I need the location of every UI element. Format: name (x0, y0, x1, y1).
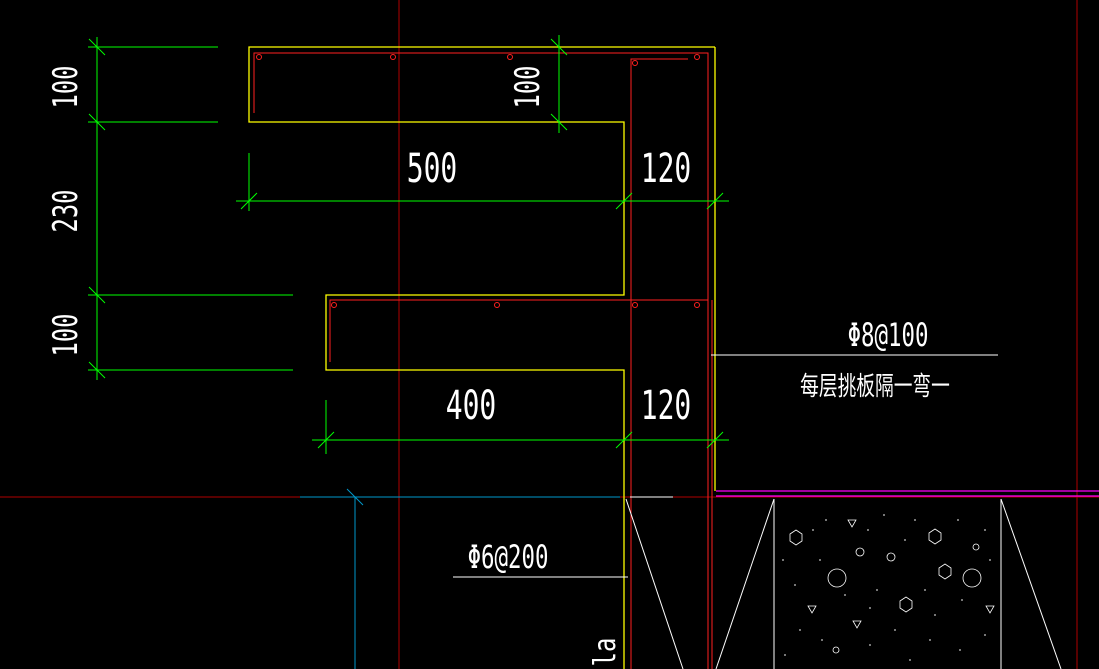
aggregate-tri (847, 519, 857, 528)
lower-tick (615, 431, 633, 449)
slab-thickness-tick (550, 38, 568, 56)
left-tick (88, 286, 106, 304)
aggregate-tri (852, 620, 862, 629)
aggregate-tri (807, 605, 817, 614)
aggregate-hex (899, 596, 913, 613)
rebar-dots (256, 54, 700, 308)
dim-bottom-wall: 120 (641, 383, 692, 429)
rebar-dot (390, 54, 396, 60)
section-line (625, 498, 684, 669)
magenta-lines (716, 490, 1099, 497)
concrete-hatch (789, 519, 995, 654)
upper-note-label: 每层挑板隔一弯一 (800, 372, 950, 402)
dim-top-slab-length: 500 (407, 146, 458, 192)
lower-rebar (329, 299, 708, 362)
rebar-dot (331, 302, 337, 308)
left-tick (88, 361, 106, 379)
aggregate-hex (938, 563, 952, 580)
section-line (1000, 498, 1062, 669)
rebar-dot (494, 302, 500, 308)
upper-tick (240, 192, 258, 210)
upper-rebar (253, 52, 709, 669)
concrete-dots (782, 514, 991, 661)
structure-outline (248, 46, 716, 669)
aggregate-hex (928, 528, 942, 545)
upper-rebar-label: Φ8@100 (848, 316, 929, 354)
aggregate-circle (962, 568, 982, 588)
rebar-dot (632, 60, 638, 66)
rebar-dot (694, 54, 700, 60)
dimension-lines (88, 35, 729, 454)
slab-thickness-tick (550, 113, 568, 131)
dim-left-top: 100 (46, 66, 85, 109)
aggregate-circle (972, 543, 980, 551)
cyan-lines (300, 488, 620, 669)
leader-lines (453, 354, 1062, 669)
rebar-dot (632, 302, 638, 308)
dim-slab-thickness: 100 (508, 66, 547, 109)
aggregate-circle (832, 646, 840, 654)
aggregate-tri (985, 605, 995, 614)
lower-tick (317, 431, 335, 449)
cyan-tick (346, 488, 364, 506)
left-tick (88, 38, 106, 56)
rebar-lines (253, 52, 713, 669)
rebar-dot (507, 54, 513, 60)
dim-top-wall: 120 (641, 146, 692, 192)
upper-rebar-inner (630, 58, 688, 669)
aggregate-circle (827, 568, 847, 588)
dim-left-mid: 230 (46, 190, 85, 233)
rebar-dot (694, 302, 700, 308)
aggregate-hex (789, 529, 803, 546)
anchor-length-label: la (588, 638, 622, 667)
dim-left-bottom: 100 (46, 314, 85, 357)
left-tick (88, 113, 106, 131)
aggregate-circle (886, 552, 896, 562)
upper-tick (615, 192, 633, 210)
dim-bottom-slab-length: 400 (446, 383, 497, 429)
aggregate-circle (855, 547, 865, 557)
rebar-dot (256, 54, 262, 60)
upper-slab-outline (248, 46, 715, 669)
section-line (715, 498, 775, 669)
lower-rebar-label: Φ6@200 (468, 538, 549, 576)
upper-tick (706, 192, 724, 210)
lower-tick (706, 431, 724, 449)
